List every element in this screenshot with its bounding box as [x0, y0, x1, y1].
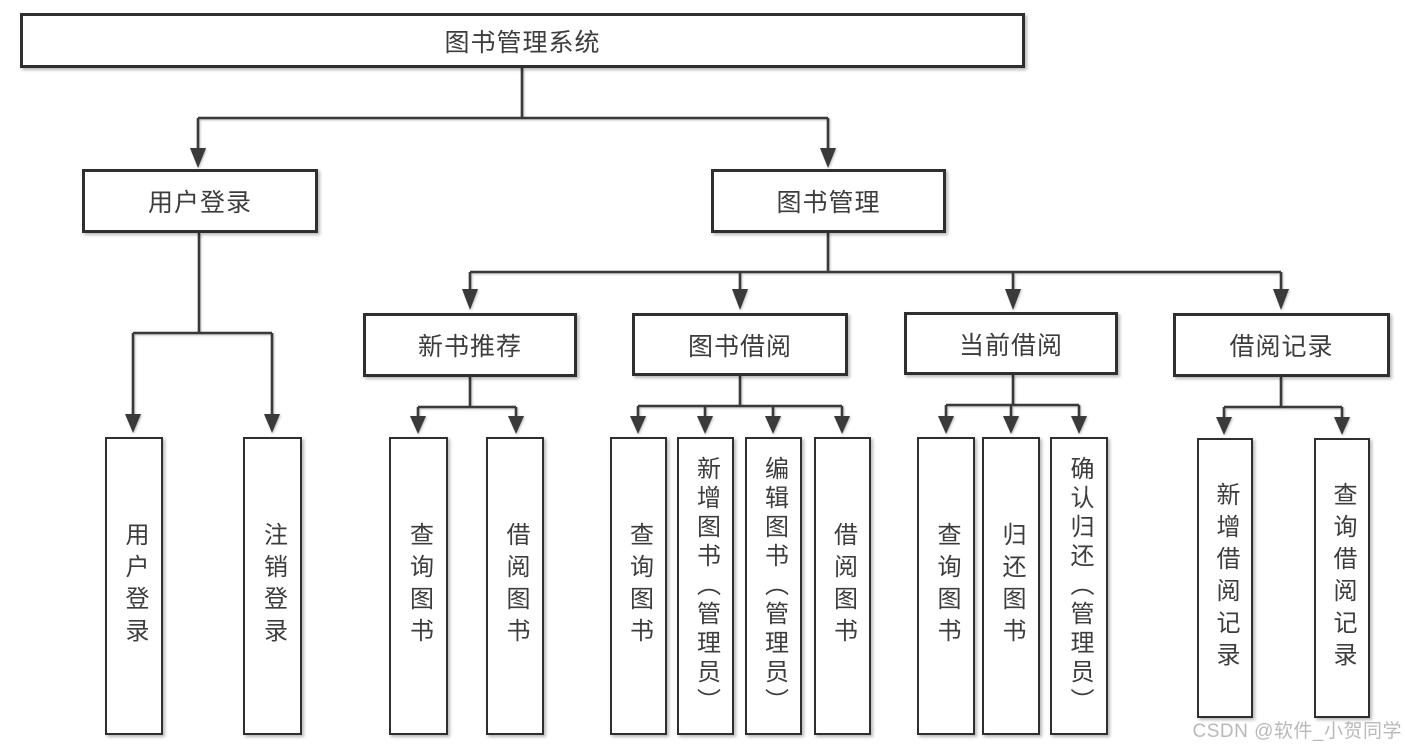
leaf-logout: 注销登录 [243, 437, 302, 735]
leaf-borrow-books: 借阅图书 [814, 437, 871, 735]
leaf-return-books: 归还图书 [982, 437, 1040, 735]
node-label: 图书管理系统 [444, 28, 601, 57]
node-book-borrowing: 图书借阅 [632, 313, 848, 376]
node-user-login: 用户登录 [82, 169, 318, 233]
node-label: 图书管理 [776, 189, 881, 217]
leaf-label: 查询图书 [625, 522, 653, 650]
connector-book-management-children [462, 233, 1289, 310]
leaf-label: 查询借阅记录 [1329, 482, 1356, 674]
node-label: 借阅记录 [1229, 333, 1334, 361]
csdn-watermark: CSDN @软件_小贺同学 [1192, 721, 1402, 742]
leaf-borrow-books-recommendation: 借阅图书 [486, 437, 544, 735]
leaf-label: 新增图书（管理员） [692, 455, 720, 717]
connector-root-to-level2 [190, 68, 836, 168]
leaf-query-books-current: 查询图书 [917, 437, 975, 735]
leaf-label: 确认归还（管理员） [1066, 455, 1093, 717]
connector-borrow-record-children [1216, 377, 1350, 435]
leaf-label: 借阅图书 [829, 522, 857, 650]
connector-new-book-children [410, 377, 524, 434]
leaf-query-borrowing-record: 查询借阅记录 [1314, 438, 1370, 718]
leaf-label: 查询图书 [933, 522, 960, 650]
leaf-confirm-return-admin: 确认归还（管理员） [1050, 437, 1108, 735]
leaf-label: 查询图书 [405, 522, 433, 650]
connector-book-borrow-children [630, 376, 850, 434]
leaf-label: 用户登录 [121, 522, 148, 650]
node-label: 当前借阅 [958, 331, 1063, 360]
connector-current-borrow-children [938, 375, 1087, 434]
leaf-label: 注销登录 [259, 522, 287, 650]
leaf-label: 新增借阅记录 [1212, 482, 1239, 674]
leaf-label: 编辑图书（管理员） [760, 455, 788, 717]
node-label: 用户登录 [147, 189, 252, 217]
leaf-query-books-recommendation: 查询图书 [389, 437, 448, 735]
leaf-add-borrowing-record: 新增借阅记录 [1197, 438, 1253, 718]
leaf-query-books-borrowing: 查询图书 [610, 437, 667, 735]
node-borrowing-records: 借阅记录 [1173, 313, 1390, 377]
node-new-book-recommendation: 新书推荐 [363, 313, 577, 377]
node-library-management-system: 图书管理系统 [20, 13, 1025, 68]
leaf-label: 借阅图书 [502, 522, 529, 650]
leaf-user-login: 用户登录 [105, 437, 163, 735]
node-label: 图书借阅 [687, 332, 792, 361]
leaf-edit-books-admin: 编辑图书（管理员） [745, 437, 802, 735]
connector-user-login-children [125, 233, 280, 433]
leaf-label: 归还图书 [998, 522, 1025, 650]
node-current-borrowing: 当前借阅 [904, 312, 1118, 375]
node-label: 新书推荐 [417, 333, 522, 361]
node-book-management: 图书管理 [711, 169, 946, 233]
leaf-add-books-admin: 新增图书（管理员） [677, 437, 734, 735]
